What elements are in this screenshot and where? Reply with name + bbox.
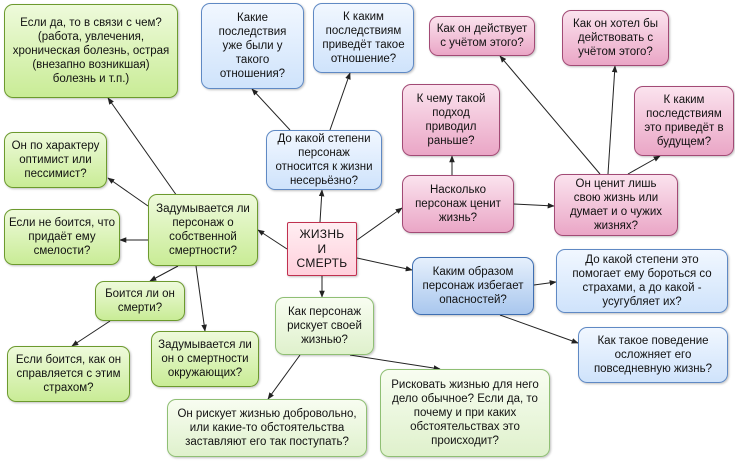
arrow-thinks-death-to-optimist bbox=[107, 177, 149, 207]
arrow-how-serious-to-consequences-were bbox=[251, 88, 291, 131]
arrow-values-own-to-future bbox=[627, 155, 661, 175]
arrow-avoids-to-complicates bbox=[499, 314, 579, 344]
arrow-thinks-death-to-reason bbox=[107, 97, 178, 197]
node-avoids: Каким образом персонаж избегает опасност… bbox=[412, 257, 534, 315]
node-others-death: Задумывается ли он о смертности окружающ… bbox=[151, 331, 259, 387]
arrow-center-to-thinks-death bbox=[257, 229, 288, 250]
node-optimist: Он по характеру оптимист или пессимист? bbox=[4, 132, 107, 188]
arrow-avoids-to-helps-fear bbox=[533, 280, 557, 286]
node-values-life: Насколько персонаж ценит жизнь? bbox=[402, 175, 514, 233]
arrow-center-to-how-serious bbox=[318, 189, 325, 223]
arrow-risks-to-usual bbox=[349, 354, 441, 371]
node-afraid: Боится ли он смерти? bbox=[95, 281, 185, 321]
arrow-afraid-to-cope bbox=[71, 320, 111, 347]
node-consequences-lead: К каким последствиям приведёт такое отно… bbox=[313, 3, 414, 73]
node-helps-fear: До какой степени это помогает ему бороть… bbox=[556, 249, 728, 313]
arrow-center-to-values-life bbox=[356, 207, 403, 241]
node-not-afraid: Если не боится, что придаёт ему смелости… bbox=[4, 209, 120, 265]
node-approach: К чему такой подход приводил раньше? bbox=[402, 84, 500, 156]
arrow-values-own-to-wanted bbox=[607, 65, 618, 175]
arrow-thinks-death-to-afraid bbox=[149, 265, 179, 282]
node-complicates: Как такое поведение осложняет его повсед… bbox=[578, 327, 728, 383]
arrow-values-own-to-acts bbox=[499, 55, 601, 175]
node-risks: Как персонаж рискует своей жизнью? bbox=[275, 297, 374, 355]
node-future: К каким последствиям это приведёт в буду… bbox=[634, 86, 734, 156]
node-usual: Рисковать жизнью для него дело обычное? … bbox=[380, 369, 550, 457]
node-acts: Как он действует с учётом этого? bbox=[429, 16, 535, 56]
node-reason: Если да, то в связи с чем? (работа, увле… bbox=[4, 4, 178, 98]
center-node: ЖИЗНЬ И СМЕРТЬ bbox=[287, 222, 357, 276]
arrow-how-serious-to-consequences-lead bbox=[329, 72, 351, 131]
node-values-own: Он ценит лишь свою жизнь или думает и о … bbox=[554, 174, 678, 236]
node-thinks-own-death: Задумывается ли персонаж о собственной с… bbox=[148, 194, 258, 266]
arrow-values-life-to-values-own bbox=[513, 202, 555, 209]
node-consequences-were: Какие последствия уже были у такого отно… bbox=[201, 3, 304, 89]
node-cope: Если боится, как он справляется с этим с… bbox=[7, 346, 130, 402]
node-wanted: Как он хотел бы действовать с учётом это… bbox=[562, 10, 669, 66]
arrow-thinks-death-to-others-death bbox=[195, 265, 207, 332]
node-voluntary: Он рискует жизнью добровольно, или какие… bbox=[167, 399, 367, 457]
arrow-risks-to-voluntary bbox=[267, 354, 301, 400]
node-how-serious: До какой степени персонаж относится к жи… bbox=[266, 130, 382, 190]
arrow-center-to-avoids bbox=[356, 257, 413, 272]
